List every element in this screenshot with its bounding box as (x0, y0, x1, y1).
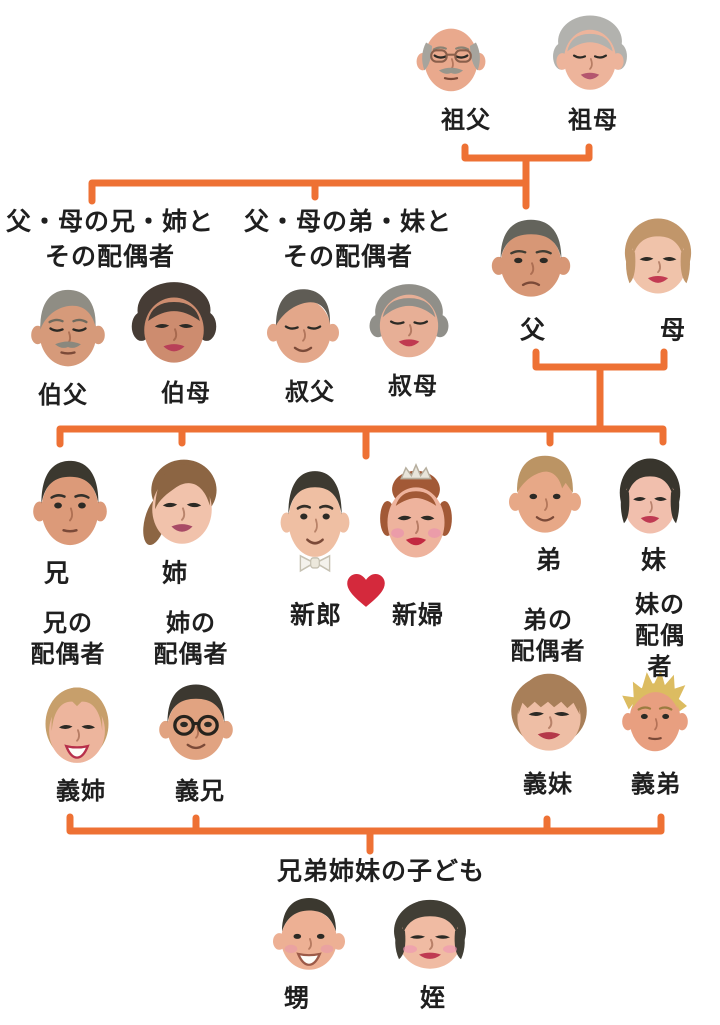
younger-brother-label: 弟 (535, 546, 563, 575)
grandfather-label: 祖父 (441, 107, 491, 135)
person-elder-brother-in-law (150, 673, 242, 775)
elder-sister-in-law-label: 義姉 (56, 778, 106, 806)
groom-face-icon (280, 471, 350, 573)
niece-face-icon (394, 899, 466, 969)
bride-label: 新婦 (391, 601, 445, 630)
mother-face-icon (624, 218, 692, 294)
older-brother-spouse-label: 兄の 配偶者 (30, 610, 106, 668)
older-sister-face-icon (143, 459, 217, 546)
person-older-sister (134, 450, 230, 560)
younger-uncles-group-label: 父・母の弟・妹と その配偶者 (243, 208, 453, 271)
heart-icon (347, 574, 385, 608)
heart-shape (347, 574, 385, 607)
younger-aunt-face-icon (369, 284, 449, 358)
person-younger-sister-in-law (498, 662, 600, 766)
person-nephew (264, 888, 354, 984)
grandfather-face-icon (416, 28, 486, 92)
bride-face-icon (380, 463, 452, 558)
younger-uncle-label: 叔父 (285, 379, 335, 407)
younger-brother-in-law-label: 義弟 (631, 771, 681, 799)
younger-sister-label: 妹 (640, 546, 668, 575)
father-face-icon (491, 219, 571, 297)
person-younger-brother-in-law (614, 666, 696, 766)
elder-sister-in-law-face-icon (45, 687, 109, 763)
grandmother-label: 祖母 (568, 107, 618, 135)
person-niece (380, 892, 480, 982)
older-sister-label: 姉 (161, 559, 189, 588)
groom-label: 新郎 (289, 601, 343, 630)
person-elder-aunt (126, 274, 222, 378)
person-elder-uncle (22, 276, 114, 382)
older-sister-spouse-label: 姉の 配偶者 (153, 610, 229, 668)
person-younger-brother (500, 444, 590, 548)
older-brother-face-icon (33, 460, 107, 546)
younger-sister-in-law-label: 義妹 (523, 771, 573, 799)
younger-sister-in-law-face-icon (511, 673, 587, 751)
person-grandfather (408, 6, 494, 106)
children-group-label: 兄弟姉妹の子ども (276, 857, 486, 886)
niece-label: 姪 (419, 984, 447, 1013)
person-younger-aunt (362, 272, 456, 372)
person-younger-uncle (258, 276, 348, 378)
grandmother-face-icon (553, 15, 627, 90)
younger-brother-face-icon (509, 455, 581, 533)
elder-brother-in-law-label: 義兄 (175, 778, 225, 806)
person-bride (370, 462, 462, 574)
siblings-branch-line (56, 425, 667, 448)
person-mother (612, 210, 704, 308)
elder-aunt-face-icon (131, 282, 217, 363)
person-grandmother (548, 8, 632, 104)
person-elder-sister-in-law (32, 676, 122, 778)
in-laws-children-line (66, 813, 665, 835)
younger-sister-face-icon (619, 458, 681, 534)
mother-label: 母 (659, 316, 687, 345)
elder-aunt-label: 伯母 (161, 380, 211, 408)
younger-uncle-face-icon (267, 289, 339, 363)
older-brother-label: 兄 (43, 559, 71, 588)
younger-brother-in-law-face-icon (622, 670, 688, 752)
elder-brother-in-law-face-icon (159, 684, 233, 760)
nephew-label: 甥 (283, 984, 311, 1013)
elder-uncle-face-icon (31, 289, 105, 367)
elder-uncle-label: 伯父 (38, 382, 88, 410)
younger-brother-spouse-label: 弟の 配偶者 (510, 607, 586, 665)
uncles-aunts-branch-line (88, 179, 530, 205)
person-father (482, 208, 580, 312)
person-younger-sister (608, 450, 692, 548)
nephew-face-icon (273, 898, 345, 970)
younger-sister-spouse-label: 妹の 配偶者 (635, 591, 685, 681)
person-groom (272, 458, 358, 574)
younger-aunt-label: 叔母 (388, 373, 438, 401)
person-older-brother (24, 448, 116, 562)
older-uncles-group-label: 父・母の兄・姉と その配偶者 (5, 208, 215, 271)
father-label: 父 (519, 316, 547, 345)
